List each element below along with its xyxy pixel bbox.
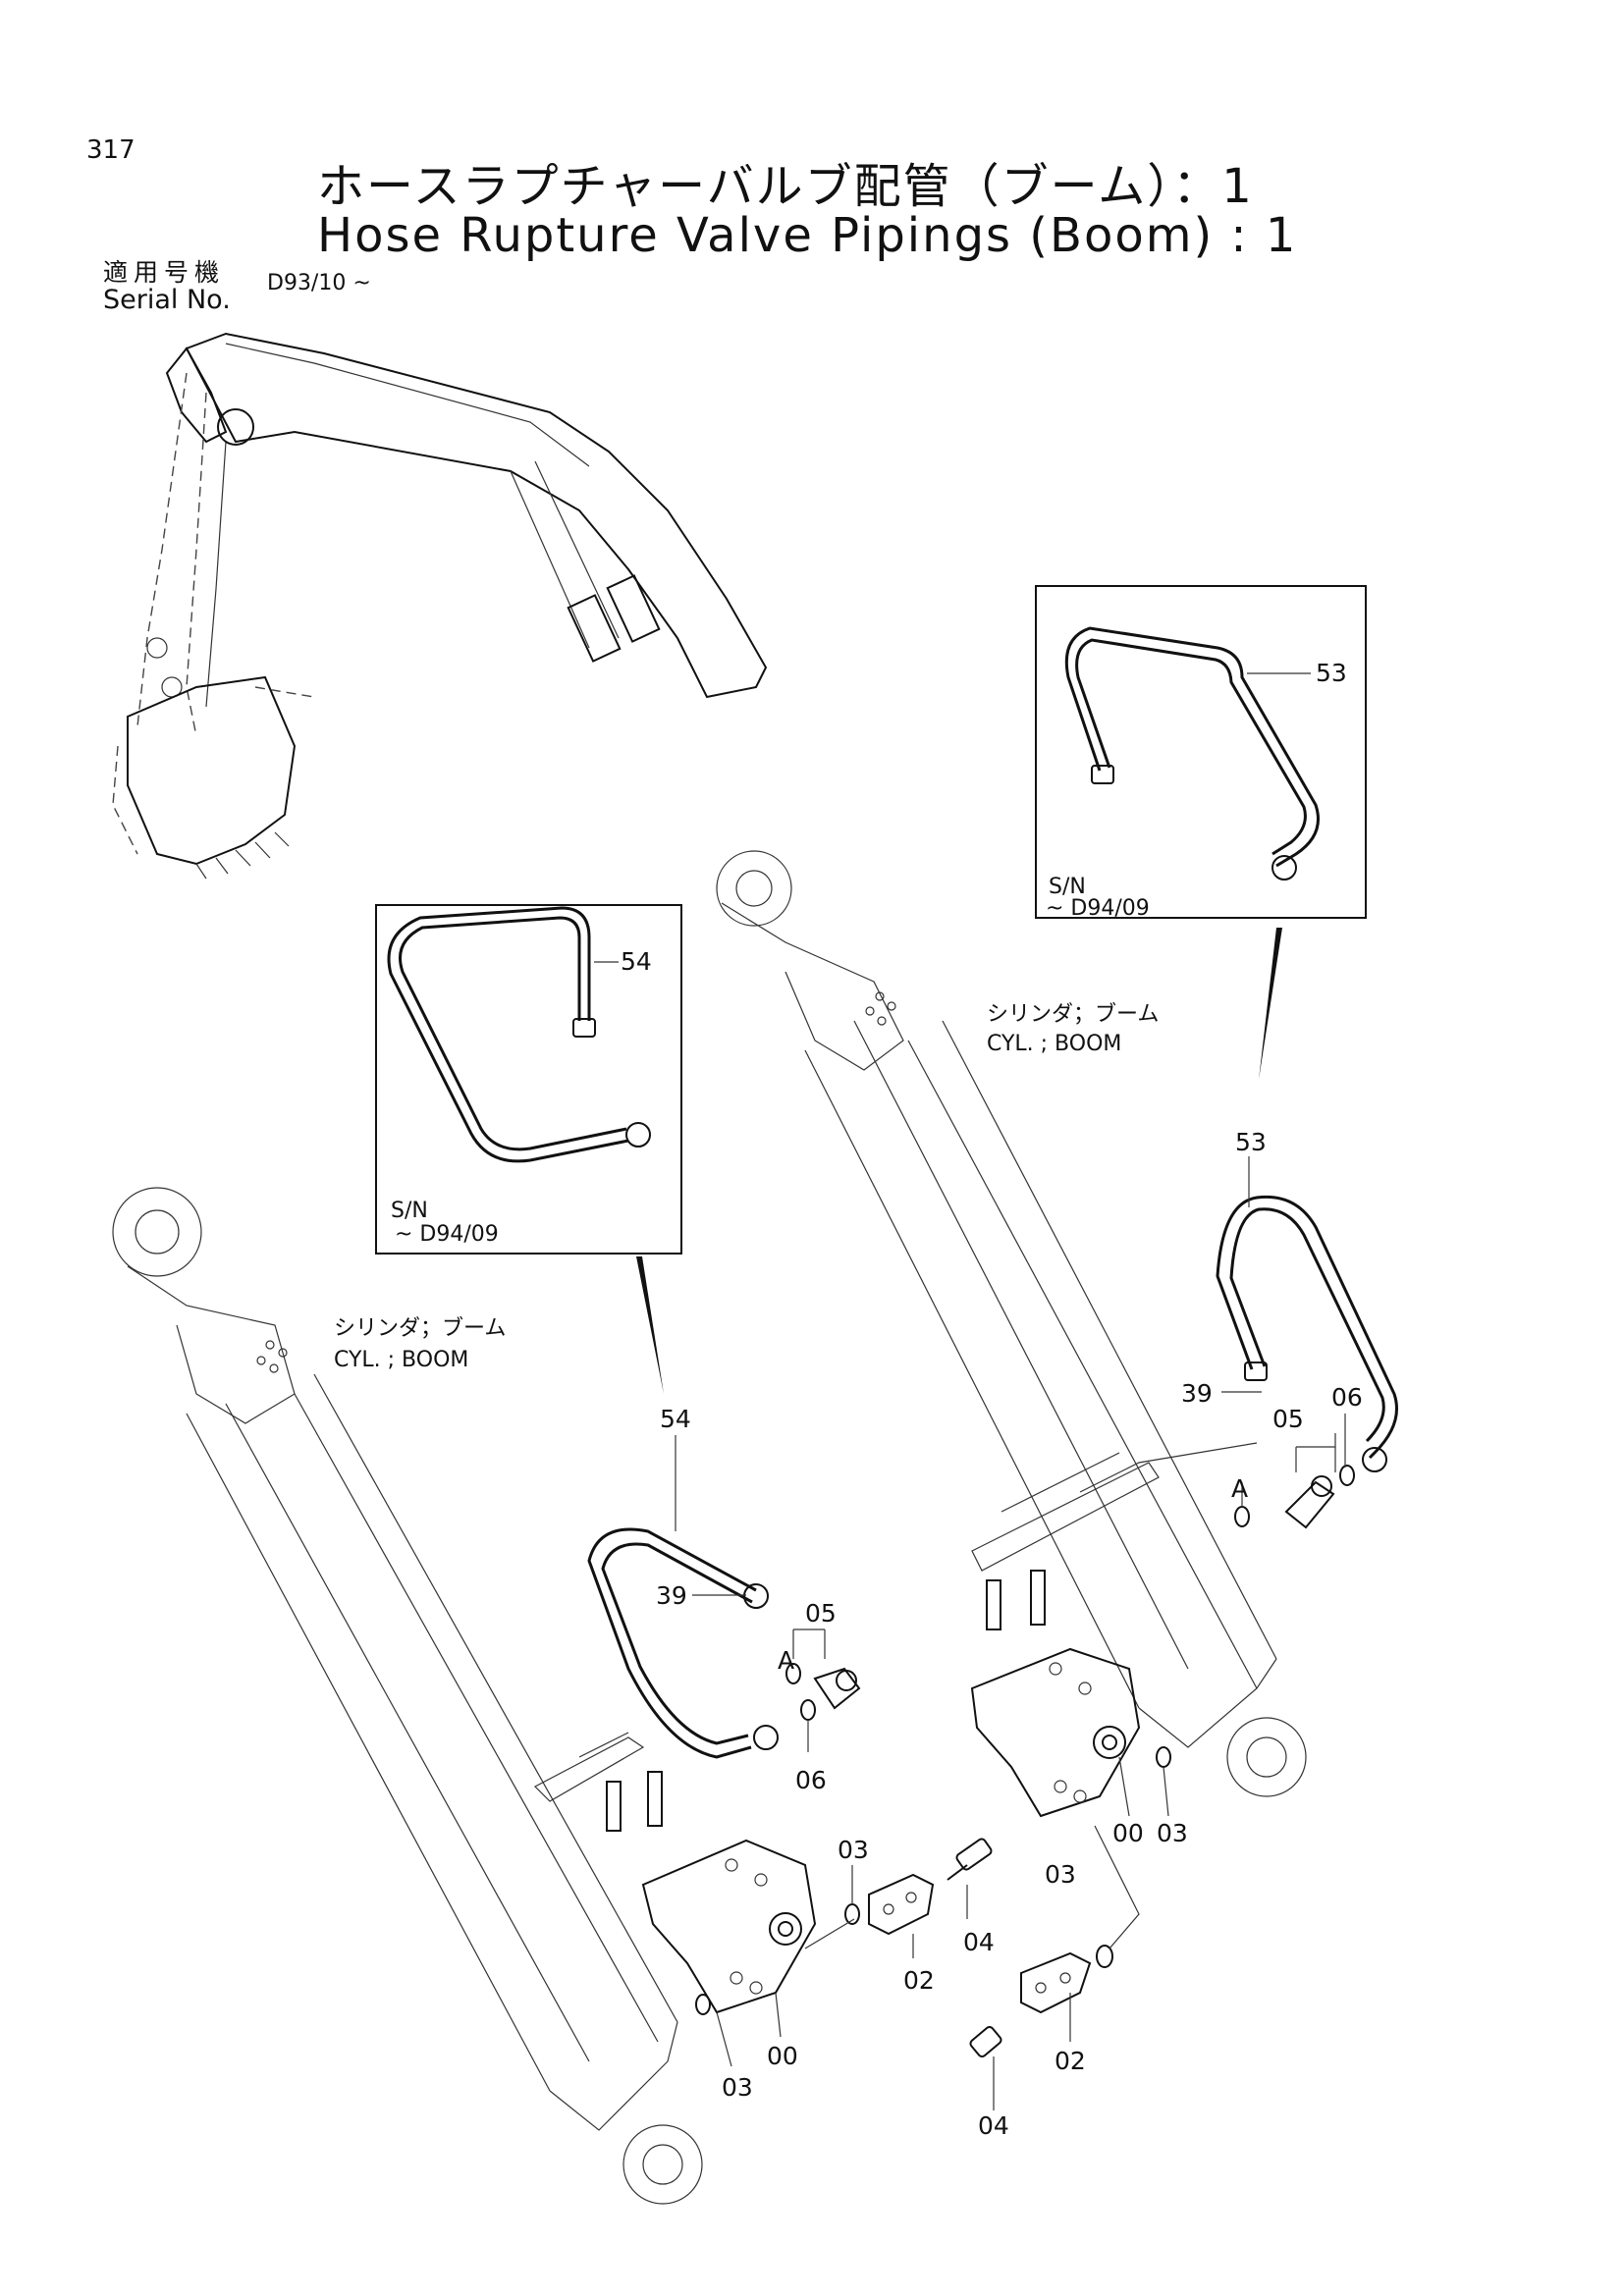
title-japanese: ホースラプチャーバルブ配管（ブーム）：1	[317, 159, 1254, 214]
inset-54-part-label: 54	[621, 947, 652, 976]
left-callout-A: A	[778, 1646, 794, 1675]
right-callout-53: 53	[1235, 1128, 1267, 1156]
left-callout-03-lower: 03	[722, 2073, 753, 2102]
inset-53-pointer	[1259, 928, 1282, 1080]
right-callout-06: 06	[1331, 1383, 1363, 1412]
right-callout-02: 02	[1055, 2047, 1086, 2075]
page-number: 317	[86, 135, 135, 165]
left-cylinder: シリンダ；ブーム CYL. ; BOOM	[112, 1187, 995, 2205]
right-callout-39: 39	[1181, 1379, 1213, 1408]
right-callout-00: 00	[1112, 1819, 1144, 1847]
left-callout-02: 02	[903, 1966, 935, 1995]
inset-53-sn-value: ~ D94/09	[1046, 896, 1150, 921]
left-callout-03-upper: 03	[838, 1836, 869, 1864]
inset-54: 54 S/N ~ D94/09	[375, 904, 682, 1394]
serial-value: D93/10 ~	[267, 271, 371, 295]
inset-54-pointer	[636, 1256, 664, 1394]
right-callout-03-lower: 03	[1045, 1860, 1076, 1889]
serial-label-english: Serial No.	[103, 285, 231, 315]
right-cylinder-label-jp: シリンダ；ブーム	[987, 1002, 1159, 1027]
left-callout-05: 05	[805, 1599, 837, 1628]
left-callout-06: 06	[795, 1766, 827, 1794]
inset-53-frame	[1035, 585, 1367, 919]
title-english: Hose Rupture Valve Pipings (Boom) : 1	[317, 208, 1298, 263]
serial-label-japanese: 適用号機	[103, 258, 226, 287]
right-callout-03-upper: 03	[1157, 1819, 1188, 1847]
left-cylinder-label-en: CYL. ; BOOM	[334, 1348, 468, 1372]
inset-53-part-label: 53	[1316, 659, 1347, 687]
inset-54-sn-value: ~ D94/09	[395, 1222, 499, 1247]
left-callout-04: 04	[963, 1928, 995, 1956]
right-callout-A: A	[1231, 1474, 1248, 1503]
left-callout-39: 39	[656, 1581, 687, 1610]
left-callout-54: 54	[660, 1405, 691, 1433]
inset-53-sn-label: S/N	[1049, 875, 1086, 899]
excavator-overview	[112, 332, 768, 880]
right-callout-04: 04	[978, 2111, 1009, 2140]
right-cylinder-label-en: CYL. ; BOOM	[987, 1032, 1121, 1056]
left-cylinder-label-jp: シリンダ；ブーム	[334, 1316, 506, 1341]
left-callout-00: 00	[767, 2042, 798, 2070]
inset-54-frame	[375, 904, 682, 1255]
inset-54-sn-label: S/N	[391, 1199, 428, 1223]
right-callout-05: 05	[1272, 1405, 1304, 1433]
inset-53: 53 S/N ~ D94/09	[1035, 585, 1367, 1080]
right-cylinder: シリンダ；ブーム CYL. ; BOOM	[716, 850, 1398, 2140]
